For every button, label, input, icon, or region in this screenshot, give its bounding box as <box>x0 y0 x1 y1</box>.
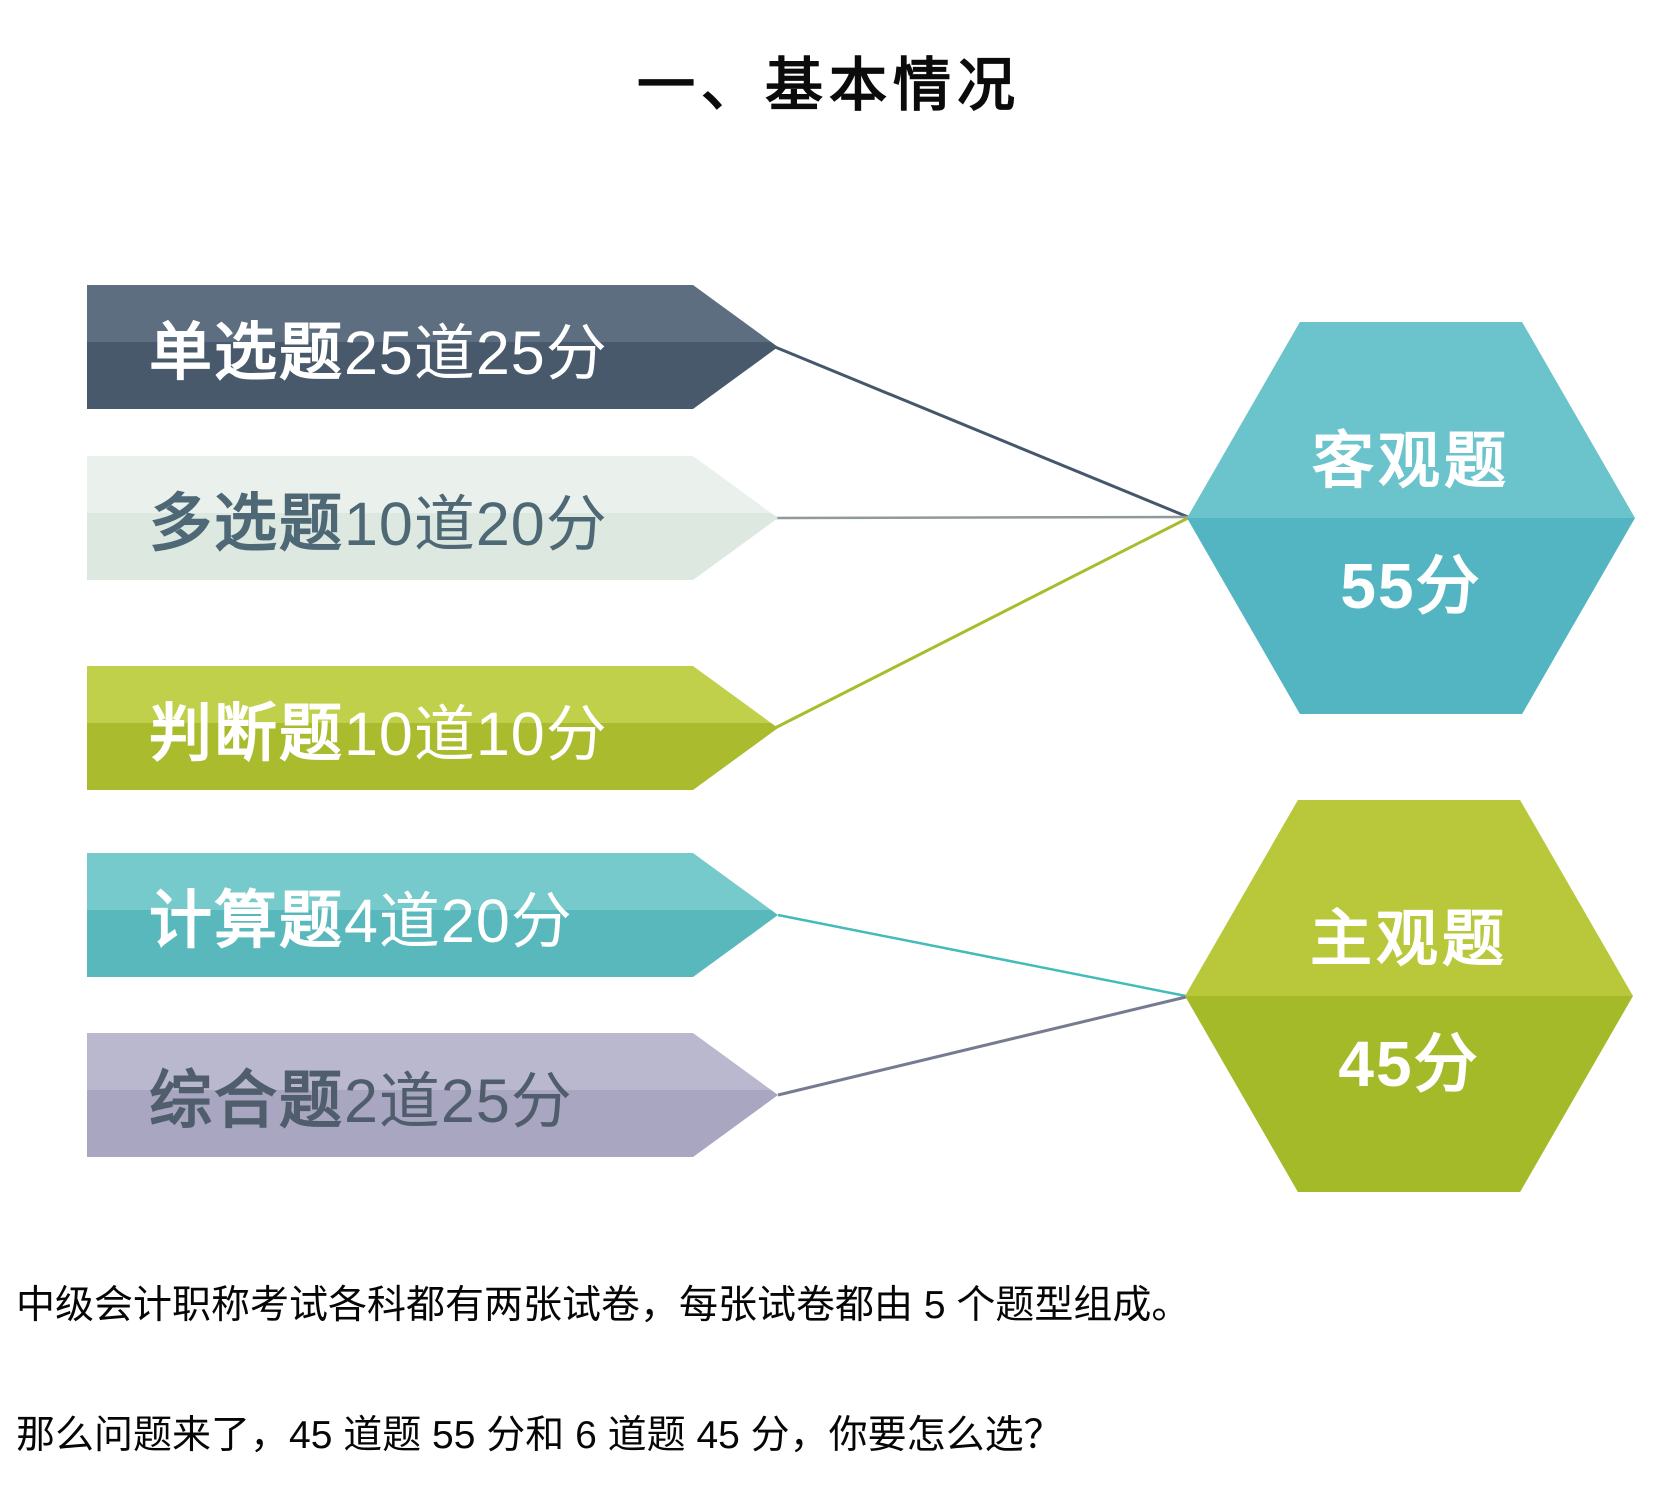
hexagon-subjective-label: 主观题 <box>1309 905 1509 975</box>
banner-calculation-detail: 4道20分 <box>344 886 573 955</box>
banner-calculation-name: 计算题 <box>149 885 344 956</box>
banner-comprehensive-name: 综合题 <box>149 1065 344 1136</box>
connector-comprehensive-to-subjective <box>777 995 1187 1097</box>
connector-multi-choice-to-objective <box>774 515 1189 520</box>
banner-judgment-name: 判断题 <box>149 698 344 769</box>
hexagon-subjective-score: 45分 <box>1338 1027 1480 1100</box>
connector-single-choice-to-objective <box>774 345 1189 519</box>
connector-judgment-to-objective <box>774 516 1189 730</box>
banner-multi-choice-detail: 10道20分 <box>344 489 608 558</box>
banner-single-choice-name: 单选题 <box>149 317 344 388</box>
banner-judgment-detail: 10道10分 <box>344 699 608 768</box>
banner-comprehensive-detail: 2道25分 <box>344 1066 573 1135</box>
connector-calculation-to-subjective <box>777 913 1187 998</box>
page-title: 一、基本情况 <box>636 53 1021 118</box>
body-text-line-1: 中级会计职称考试各科都有两张试卷，每张试卷都由 5 个题型组成。 <box>16 1284 1191 1327</box>
hexagon-objective-label: 客观题 <box>1311 427 1511 497</box>
banner-single-choice-detail: 25道25分 <box>344 318 608 387</box>
body-text-line-2: 那么问题来了，45 道题 55 分和 6 道题 45 分，你要怎么选？ <box>16 1414 1063 1457</box>
hexagon-objective-score: 55分 <box>1340 549 1482 622</box>
banner-multi-choice-name: 多选题 <box>149 488 344 559</box>
